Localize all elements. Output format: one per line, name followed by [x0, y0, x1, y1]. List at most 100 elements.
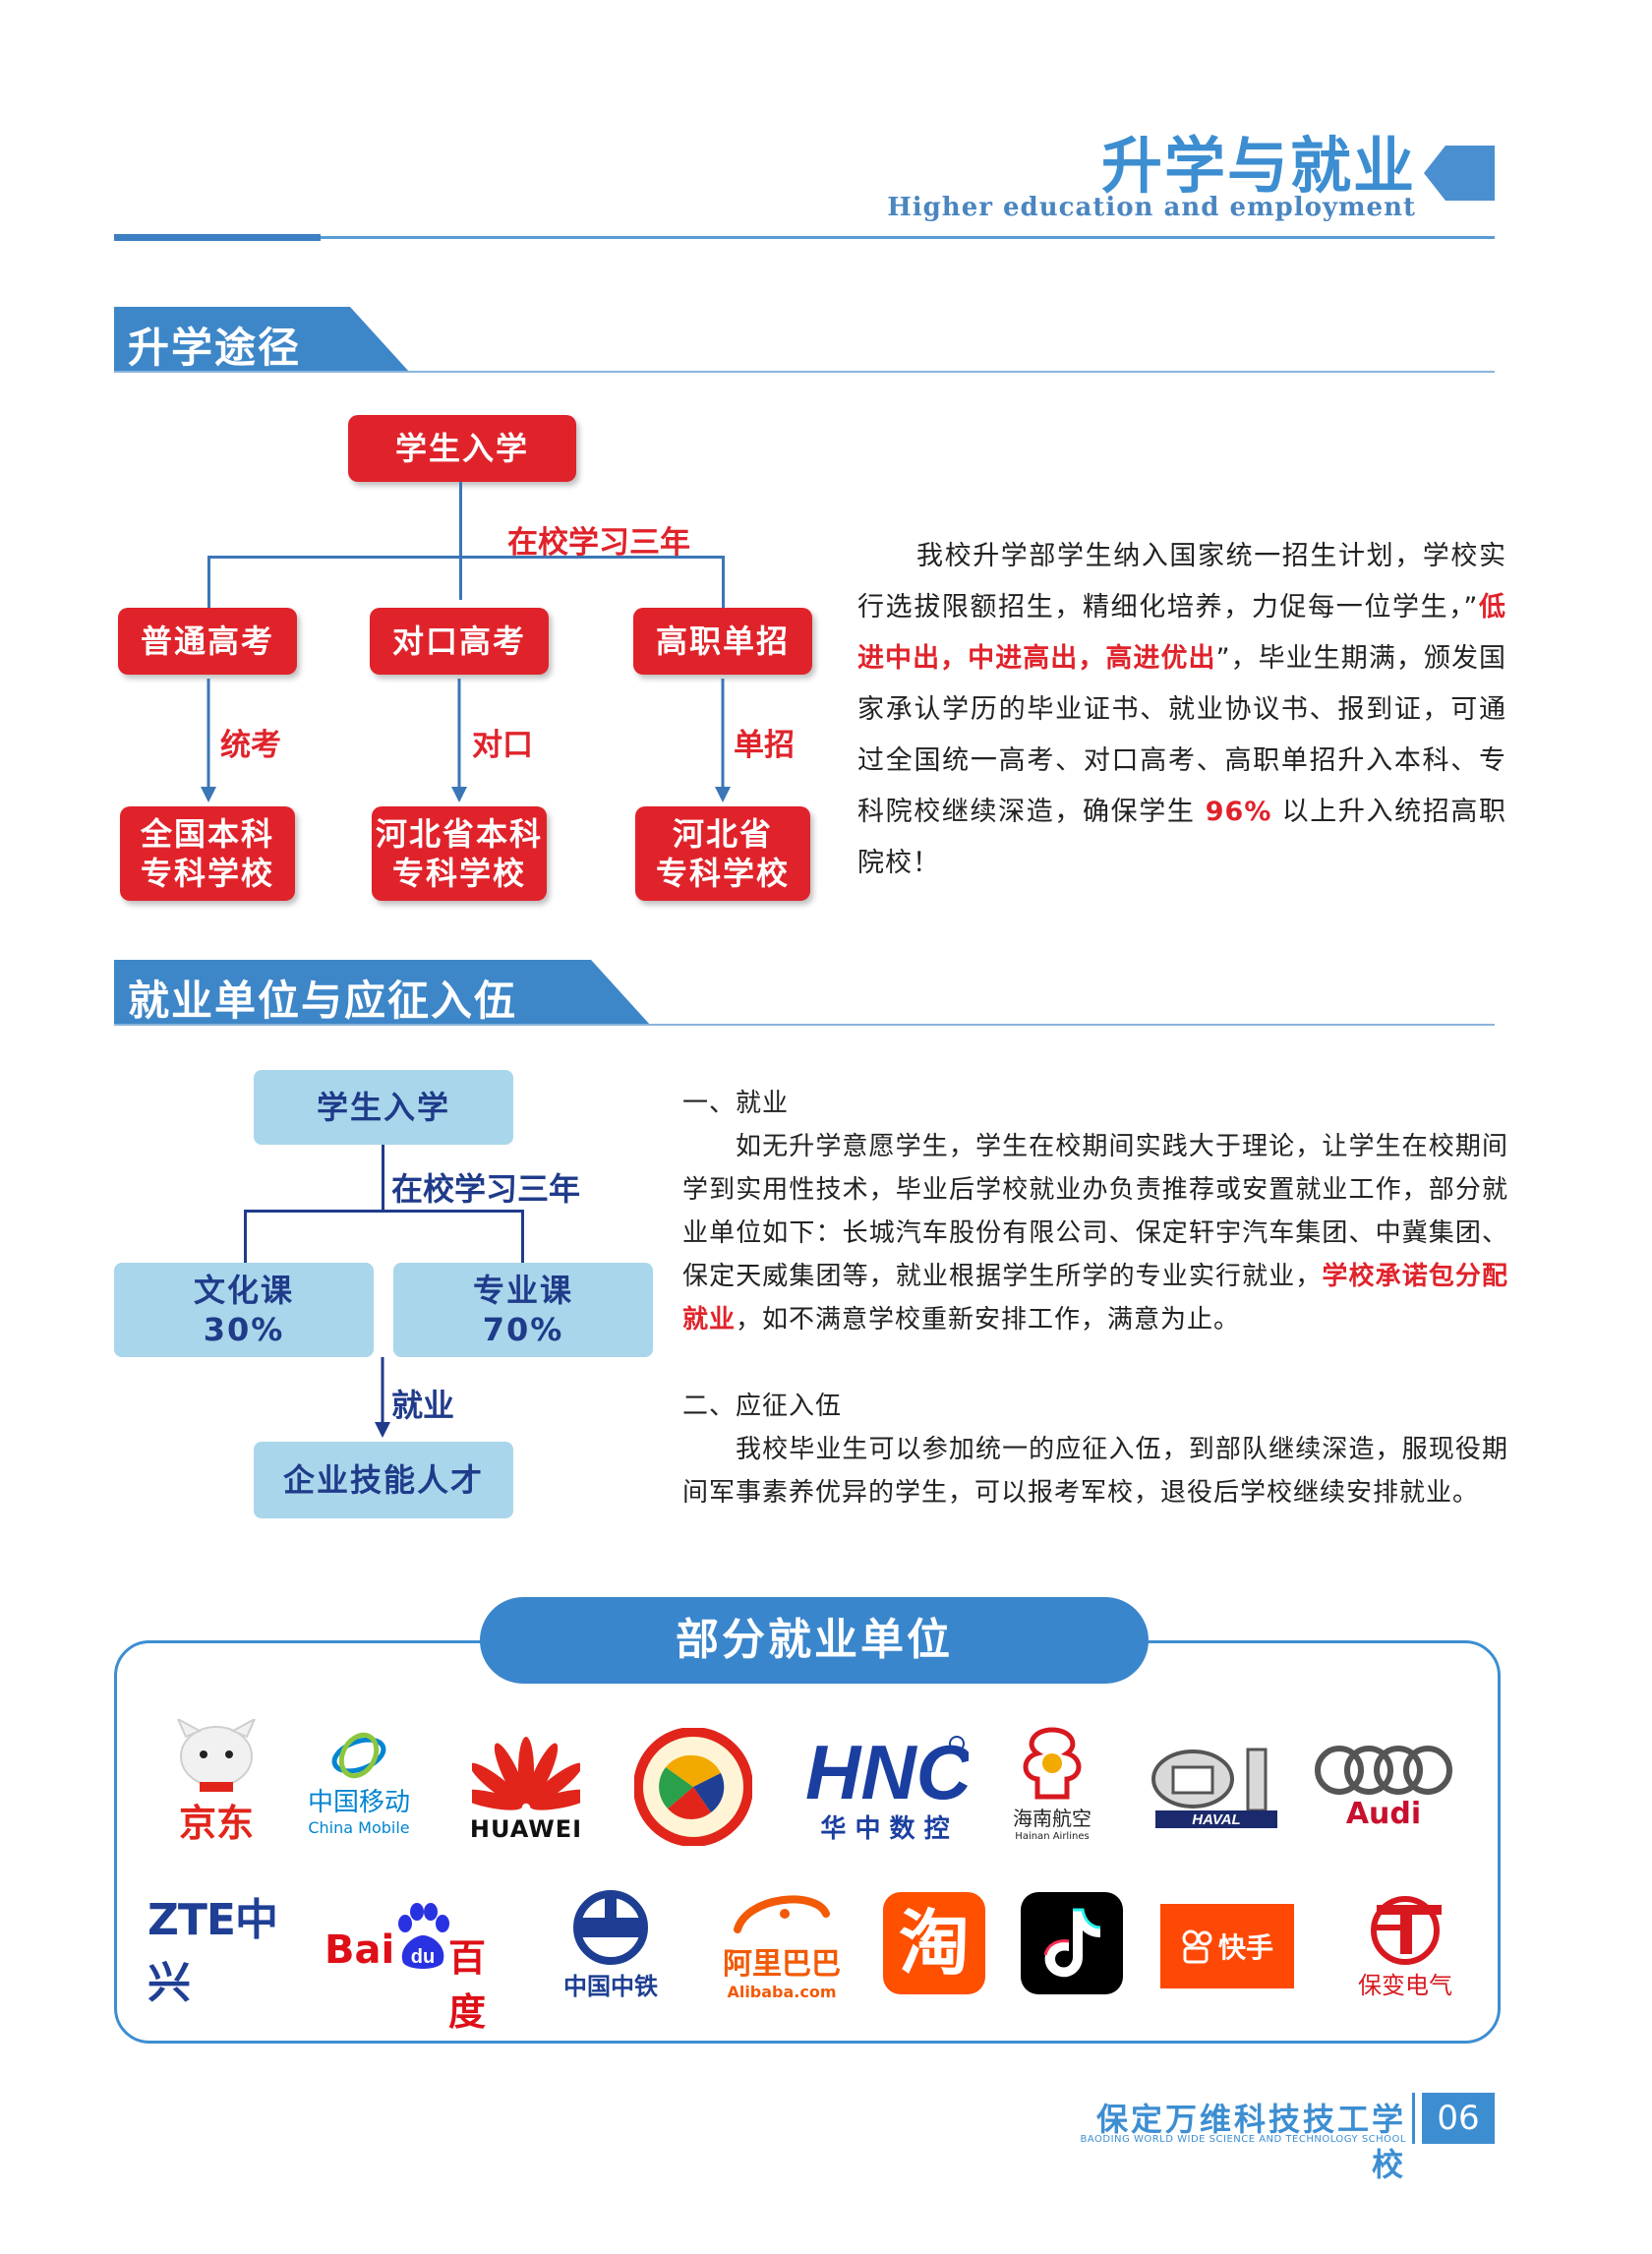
- course-percent: 70%: [482, 1311, 564, 1348]
- flow-box-major-course: 专业课 70%: [393, 1263, 653, 1357]
- section-rule: [114, 371, 1495, 373]
- header-divider-accent: [114, 234, 321, 241]
- tiktok-logo: [1021, 1892, 1123, 1994]
- connector: [207, 556, 725, 559]
- paragraph-highlight-percent: 96%: [1205, 797, 1272, 827]
- haval-icon: HAVAL: [1151, 1748, 1277, 1828]
- baobian-text: 保变电气: [1358, 1971, 1452, 1999]
- paragraph-highlight: 低进中出，中进高出，高进优出: [857, 592, 1506, 674]
- alibaba-logo: 阿里巴巴 Alibaba.com: [708, 1886, 856, 2004]
- taobao-icon: 淘: [898, 1902, 970, 1985]
- flow-box-enrollment: 学生入学: [348, 415, 576, 482]
- flow-label-three-years: 在校学习三年: [507, 525, 690, 561]
- section-title-employment: 就业单位与应征入伍: [128, 977, 518, 1025]
- connector: [207, 556, 210, 611]
- kuaishou-icon: [1182, 1929, 1212, 1964]
- paragraph-text: 以上升入统招高职院校！: [857, 797, 1506, 878]
- flow-box-gaokao: 普通高考: [118, 608, 297, 675]
- hainan-airlines-text: 海南航空: [1013, 1807, 1092, 1830]
- flow-label-tongkao: 统考: [220, 728, 281, 763]
- zte-logo: ZTE中兴: [148, 1895, 305, 2008]
- employment-heading: 一、就业: [682, 1089, 790, 1118]
- china-mobile-logo: 中国移动 China Mobile: [295, 1719, 423, 1847]
- page-header-title: 升学与就业: [1101, 130, 1417, 202]
- paragraph-text: 我校升学部学生纳入国家统一招生计划，学校实行选拔限额招生，精细化培养，力促每一位…: [857, 541, 1506, 623]
- military-heading: 二、应征入伍: [682, 1392, 843, 1421]
- arrow-down-icon: [201, 679, 216, 802]
- page-header-subtitle: Higher education and employment: [887, 193, 1416, 222]
- connector: [521, 1210, 524, 1263]
- employment-paragraph: 如无升学意愿学生，学生在校期间实践大于理论，让学生在校期间学到实用性技术，毕业后…: [682, 1125, 1508, 1341]
- china-mobile-subtext: China Mobile: [308, 1818, 410, 1837]
- audi-rings-icon: [1315, 1745, 1452, 1795]
- kuaishou-logo: 快手: [1160, 1904, 1294, 1988]
- china-railway-text: 中国中铁: [563, 1972, 658, 2000]
- jd-logo: 京东: [157, 1719, 275, 1847]
- hainan-airlines-logo: 海南航空 Hainan Airlines: [993, 1719, 1111, 1847]
- military-paragraph: 我校毕业生可以参加统一的应征入伍，到部队继续深造，服现役期间军事素养优异的学生，…: [682, 1435, 1508, 1508]
- baidu-text-du: du: [411, 1946, 435, 1968]
- china-railway-logo: 中国中铁: [547, 1886, 675, 2004]
- alibaba-icon: [734, 1894, 830, 1933]
- hnc-logo: HNC 华 中 数 控: [796, 1723, 974, 1851]
- hainan-airlines-subtext: Hainan Airlines: [1015, 1831, 1090, 1842]
- flow-box-enrollment-2: 学生入学: [254, 1070, 513, 1145]
- alibaba-subtext: Alibaba.com: [727, 1982, 837, 2001]
- flow-box-skilled-talent: 企业技能人才: [254, 1442, 513, 1518]
- flow-label-three-years-2: 在校学习三年: [391, 1170, 581, 1208]
- baidu-logo: Bai du 百度: [324, 1898, 521, 2034]
- flow-target-national: 全国本科 专科学校: [120, 806, 295, 901]
- employment-text: 一、就业 如无升学意愿学生，学生在校期间实践大于理论，让学生在校期间学到实用性技…: [682, 1082, 1508, 1514]
- baidu-text-cn: 百度: [448, 1936, 487, 2034]
- zte-text: ZTE中兴: [148, 1895, 278, 2008]
- section-banner-employment: 就业单位与应征入伍: [114, 960, 650, 1025]
- hainan-airlines-icon: [1023, 1727, 1082, 1800]
- flow-label-employment: 就业: [391, 1387, 455, 1424]
- kuaishou-text: 快手: [1217, 1931, 1273, 1964]
- paragraph-text: ”，毕业生期满，颁发国家承认学历的毕业证书、就业协议书、报到证，可通过全国统一高…: [857, 643, 1507, 827]
- paragraph-highlight: 学校承诺包分配就业: [682, 1262, 1508, 1335]
- course-name: 专业课: [472, 1272, 573, 1309]
- section-banner-further-study: 升学途径: [114, 307, 409, 372]
- flow-target-hebei-undergrad: 河北省本科 专科学校: [372, 806, 547, 901]
- header-divider: [114, 236, 1495, 239]
- course-percent: 30%: [203, 1311, 285, 1348]
- section-title-further-study: 升学途径: [128, 324, 302, 372]
- dalian-seal-icon: [634, 1728, 752, 1846]
- baobian-logo: 保变电气: [1341, 1886, 1469, 2004]
- huawei-logo: HUAWEI: [462, 1723, 590, 1851]
- connector: [722, 556, 725, 611]
- connector: [244, 1210, 247, 1263]
- audi-text: Audi: [1345, 1796, 1422, 1831]
- china-mobile-icon: [331, 1732, 386, 1779]
- flow-label-danzhao: 单招: [734, 728, 795, 763]
- connector: [382, 1145, 384, 1212]
- baidu-text-bai: Bai: [324, 1928, 395, 1973]
- arrow-down-icon: [715, 679, 731, 802]
- connector: [244, 1210, 523, 1213]
- haval-logo: HAVAL: [1141, 1723, 1288, 1851]
- footer-separator: [1412, 2093, 1415, 2144]
- flow-label-duikou: 对口: [472, 728, 533, 763]
- huawei-flower-icon: [472, 1737, 580, 1810]
- dalian-logo: [629, 1723, 757, 1851]
- arrow-down-icon: [451, 679, 467, 802]
- page-number: 06: [1422, 2093, 1495, 2144]
- taobao-logo: 淘: [883, 1892, 985, 1994]
- flow-box-culture-course: 文化课 30%: [114, 1263, 374, 1357]
- flow-target-hebei-college: 河北省 专科学校: [635, 806, 810, 901]
- header-tab-icon: [1424, 146, 1495, 201]
- partners-title: 部分就业单位: [480, 1597, 1149, 1684]
- china-railway-icon: [573, 1889, 648, 1965]
- jd-dog-icon: [176, 1719, 257, 1792]
- arrow-down-icon: [375, 1357, 390, 1438]
- tiktok-icon: [1043, 1908, 1101, 1978]
- baobian-icon: [1371, 1895, 1442, 1965]
- paragraph-text: ，如不满意学校重新安排工作，满意为止。: [736, 1305, 1241, 1335]
- svg-text:HNC: HNC: [805, 1730, 969, 1809]
- section-rule: [114, 1024, 1495, 1026]
- flow-box-danzhao: 高职单招: [633, 608, 812, 675]
- jd-text: 京东: [178, 1802, 254, 1845]
- baidu-paw-icon: du: [398, 1903, 449, 1969]
- flow-box-duikou: 对口高考: [370, 608, 549, 675]
